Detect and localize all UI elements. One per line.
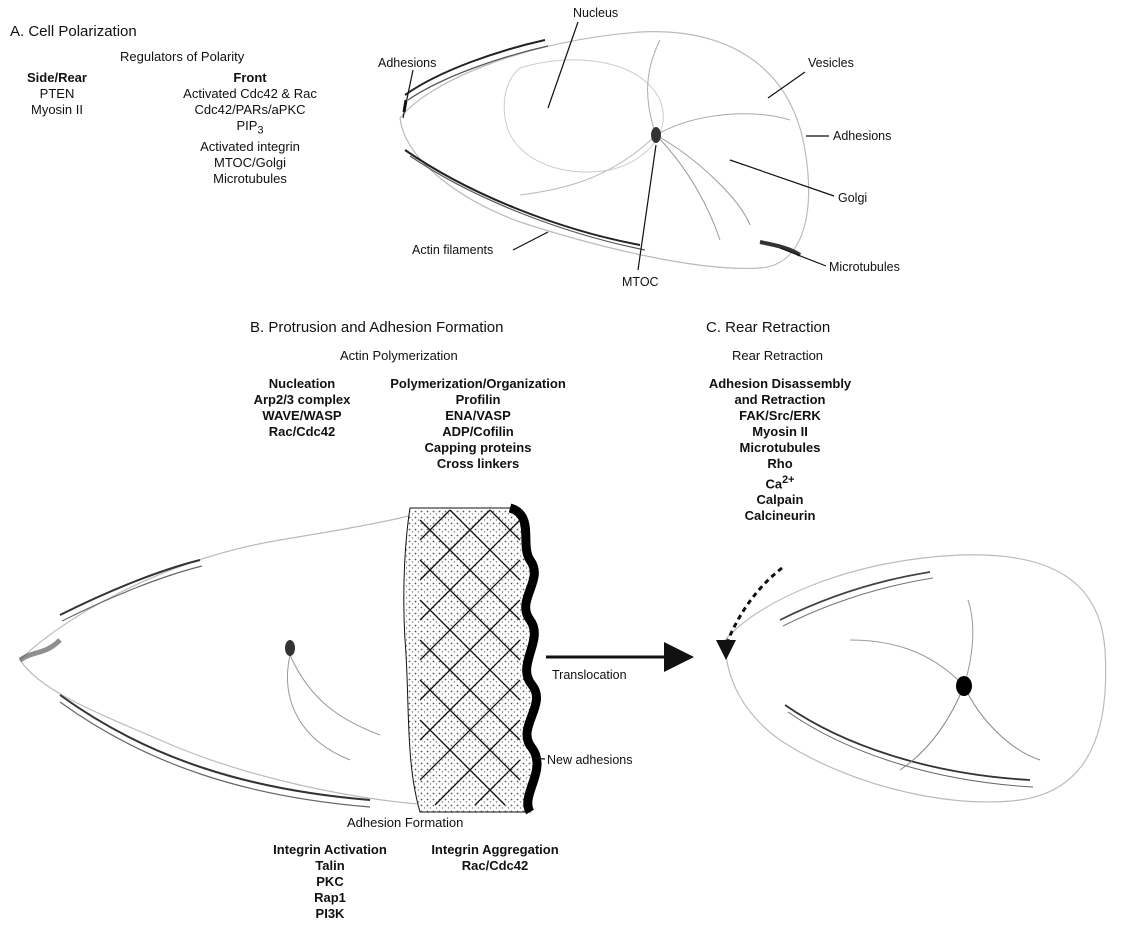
front-column: Front Activated Cdc42 & Rac Cdc42/PARs/a… (160, 70, 340, 187)
front-item: Activated Cdc42 & Rac (160, 86, 340, 102)
polymerization-item: ENA/VASP (378, 408, 578, 424)
cell-c-outline (725, 555, 1106, 802)
nucleation-item: Arp2/3 complex (237, 392, 367, 408)
integrin-activation-column: Integrin Activation Talin PKC Rap1 PI3K (255, 842, 405, 922)
panel-a-subtitle: Regulators of Polarity (120, 49, 244, 65)
panel-a-title: A. Cell Polarization (10, 24, 137, 40)
actin-bundle-b-bottom (60, 695, 370, 800)
polymerization-column: Polymerization/Organization Profilin ENA… (378, 376, 578, 472)
panel-b-title: B. Protrusion and Adhesion Formation (250, 320, 503, 336)
integrin-activation-item: PKC (255, 874, 405, 890)
rear-retraction-item: FAK/Src/ERK (680, 408, 880, 424)
cell-a-nucleus (504, 60, 663, 172)
rear-retraction-item-calcium: Ca2+ (680, 472, 880, 492)
front-item: Activated integrin (160, 139, 340, 155)
rear-retraction-heading-line1: Adhesion Disassembly (680, 376, 880, 392)
polymerization-heading: Polymerization/Organization (378, 376, 578, 392)
panel-b-subtitle: Actin Polymerization (340, 348, 458, 364)
rear-retraction-heading-line2: and Retraction (680, 392, 880, 408)
front-item: MTOC/Golgi (160, 155, 340, 171)
label-microtubules: Microtubules (829, 259, 900, 275)
label-golgi: Golgi (838, 190, 867, 206)
cell-a-outline (400, 32, 809, 269)
pip-subscript: 3 (257, 125, 263, 137)
mtoc-c (956, 676, 972, 696)
integrin-aggregation-column: Integrin Aggregation Rac/Cdc42 (405, 842, 585, 874)
actin-bundle-bottom (405, 150, 640, 245)
front-item: Microtubules (160, 171, 340, 187)
label-adhesions-left: Adhesions (378, 55, 436, 71)
panel-c-subtitle: Rear Retraction (732, 348, 823, 364)
label-nucleus: Nucleus (573, 5, 618, 21)
lamellipodium (404, 508, 537, 812)
label-translocation: Translocation (552, 667, 627, 683)
side-rear-item: Myosin II (12, 102, 102, 118)
cell-b-outline (20, 510, 430, 805)
nucleation-item: WAVE/WASP (237, 408, 367, 424)
panel-c-title: C. Rear Retraction (706, 320, 830, 336)
nucleation-heading: Nucleation (237, 376, 367, 392)
integrin-activation-item: Rap1 (255, 890, 405, 906)
ca-superscript: 2+ (782, 474, 794, 486)
mtoc-a (651, 127, 661, 143)
cell-c (716, 555, 1106, 802)
polymerization-item: Cross linkers (378, 456, 578, 472)
integrin-activation-heading: Integrin Activation (255, 842, 405, 858)
side-rear-item: PTEN (12, 86, 102, 102)
label-new-adhesions: New adhesions (547, 752, 632, 768)
polymerization-item: ADP/Cofilin (378, 424, 578, 440)
cell-b (20, 508, 545, 812)
front-heading: Front (160, 70, 340, 86)
mtoc-b (285, 640, 295, 656)
rear-retraction-item: Calpain (680, 492, 880, 508)
rear-retraction-item: Microtubules (680, 440, 880, 456)
nucleation-item: Rac/Cdc42 (237, 424, 367, 440)
integrin-aggregation-item: Rac/Cdc42 (405, 858, 585, 874)
label-vesicles: Vesicles (808, 55, 854, 71)
label-adhesions-right: Adhesions (833, 128, 891, 144)
rear-retraction-item: Rho (680, 456, 880, 472)
rear-retraction-column: Adhesion Disassembly and Retraction FAK/… (680, 376, 880, 524)
label-mtoc: MTOC (622, 274, 659, 290)
front-item: Cdc42/PARs/aPKC (160, 102, 340, 118)
integrin-activation-item: Talin (255, 858, 405, 874)
cell-a (400, 22, 834, 270)
retraction-arrow (726, 568, 782, 645)
rear-retraction-item: Myosin II (680, 424, 880, 440)
label-actin-filaments: Actin filaments (412, 242, 493, 258)
side-rear-heading: Side/Rear (12, 70, 102, 86)
nucleation-column: Nucleation Arp2/3 complex WAVE/WASP Rac/… (237, 376, 367, 440)
integrin-aggregation-heading: Integrin Aggregation (405, 842, 585, 858)
front-item-pip3: PIP3 (160, 118, 340, 139)
polymerization-item: Capping proteins (378, 440, 578, 456)
adhesion-formation-title: Adhesion Formation (347, 815, 463, 831)
polymerization-item: Profilin (378, 392, 578, 408)
integrin-activation-item: PI3K (255, 906, 405, 922)
side-rear-column: Side/Rear PTEN Myosin II (12, 70, 102, 118)
rear-retraction-item: Calcineurin (680, 508, 880, 524)
